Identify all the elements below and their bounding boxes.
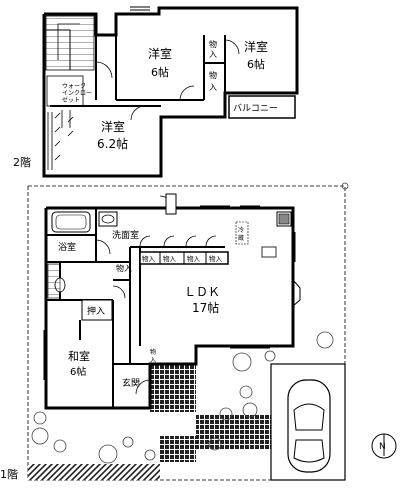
monoire-strip-4: 物入 xyxy=(209,254,223,263)
room-senmen: 洗面室 xyxy=(112,229,139,241)
monoire-small-line2: 入 xyxy=(150,357,156,364)
monoire-small-line1: 物 xyxy=(150,348,156,356)
room-yoshitsu-a-size: 6帖 xyxy=(151,66,169,79)
floor2-tag: 2階 xyxy=(13,155,31,169)
compass-icon: N xyxy=(371,433,397,459)
room-ldk-size: 17帖 xyxy=(192,300,219,315)
monoire-strip-1: 物入 xyxy=(142,254,156,263)
floor1-plan xyxy=(27,182,349,481)
oshiire-1-line2: 入 xyxy=(209,50,217,59)
room-genkan: 玄関 xyxy=(122,377,140,389)
balcony-label: バルコニー xyxy=(233,103,278,114)
oshiire-2-line1: 物 xyxy=(209,70,217,80)
monoire-strip-3: 物入 xyxy=(187,254,201,263)
monoire-strip-2: 物入 xyxy=(163,254,177,263)
tile-area-a xyxy=(150,364,196,412)
compass-letter: N xyxy=(379,442,386,452)
room-yoshitsu-b-name: 洋室 xyxy=(244,39,268,54)
room-oshiire: 押入 xyxy=(87,305,105,317)
monoire-left: 物入 xyxy=(116,263,132,273)
oshiire-1-line1: 物 xyxy=(209,39,217,49)
oshiire-2-line2: 入 xyxy=(209,83,217,92)
reizoko-line2: 蔵 xyxy=(238,234,244,242)
walkin-line1: ウォーク xyxy=(62,82,86,90)
tile-area-c xyxy=(160,436,196,462)
room-yoshitsu-b-size: 6帖 xyxy=(247,58,265,71)
floor1-tag: 1階 xyxy=(0,467,18,481)
tile-area-b xyxy=(196,414,272,450)
garden-trees xyxy=(31,182,349,464)
room-washitsu-size: 6帖 xyxy=(70,365,86,378)
room-washitsu-name: 和室 xyxy=(68,349,90,363)
room-yoshitsu-c-name: 洋室 xyxy=(101,119,125,134)
reizoko-line1: 冷 xyxy=(238,226,244,234)
room-yoshitsu-c-size: 6.2帖 xyxy=(97,136,128,151)
walkin-line3: ゼット xyxy=(62,96,80,104)
hedge-strip xyxy=(28,464,160,480)
walkin-line2: インクロー xyxy=(62,90,92,97)
car-icon xyxy=(287,379,331,473)
room-ldk-name: ＬＤＫ xyxy=(184,285,220,299)
room-yokushitsu: 浴室 xyxy=(58,241,76,253)
room-yoshitsu-a-name: 洋室 xyxy=(148,46,172,61)
floor2-labels: 洋室 6帖 洋室 6帖 洋室 6.2帖 物 入 物 入 ウォーク インクロー ゼ… xyxy=(13,39,278,169)
floor2-plan xyxy=(42,6,299,178)
floor1-labels: ＬＤＫ 17帖 洗面室 浴室 和室 6帖 押入 玄関 物入 物入 物入 物入 物… xyxy=(0,226,244,481)
